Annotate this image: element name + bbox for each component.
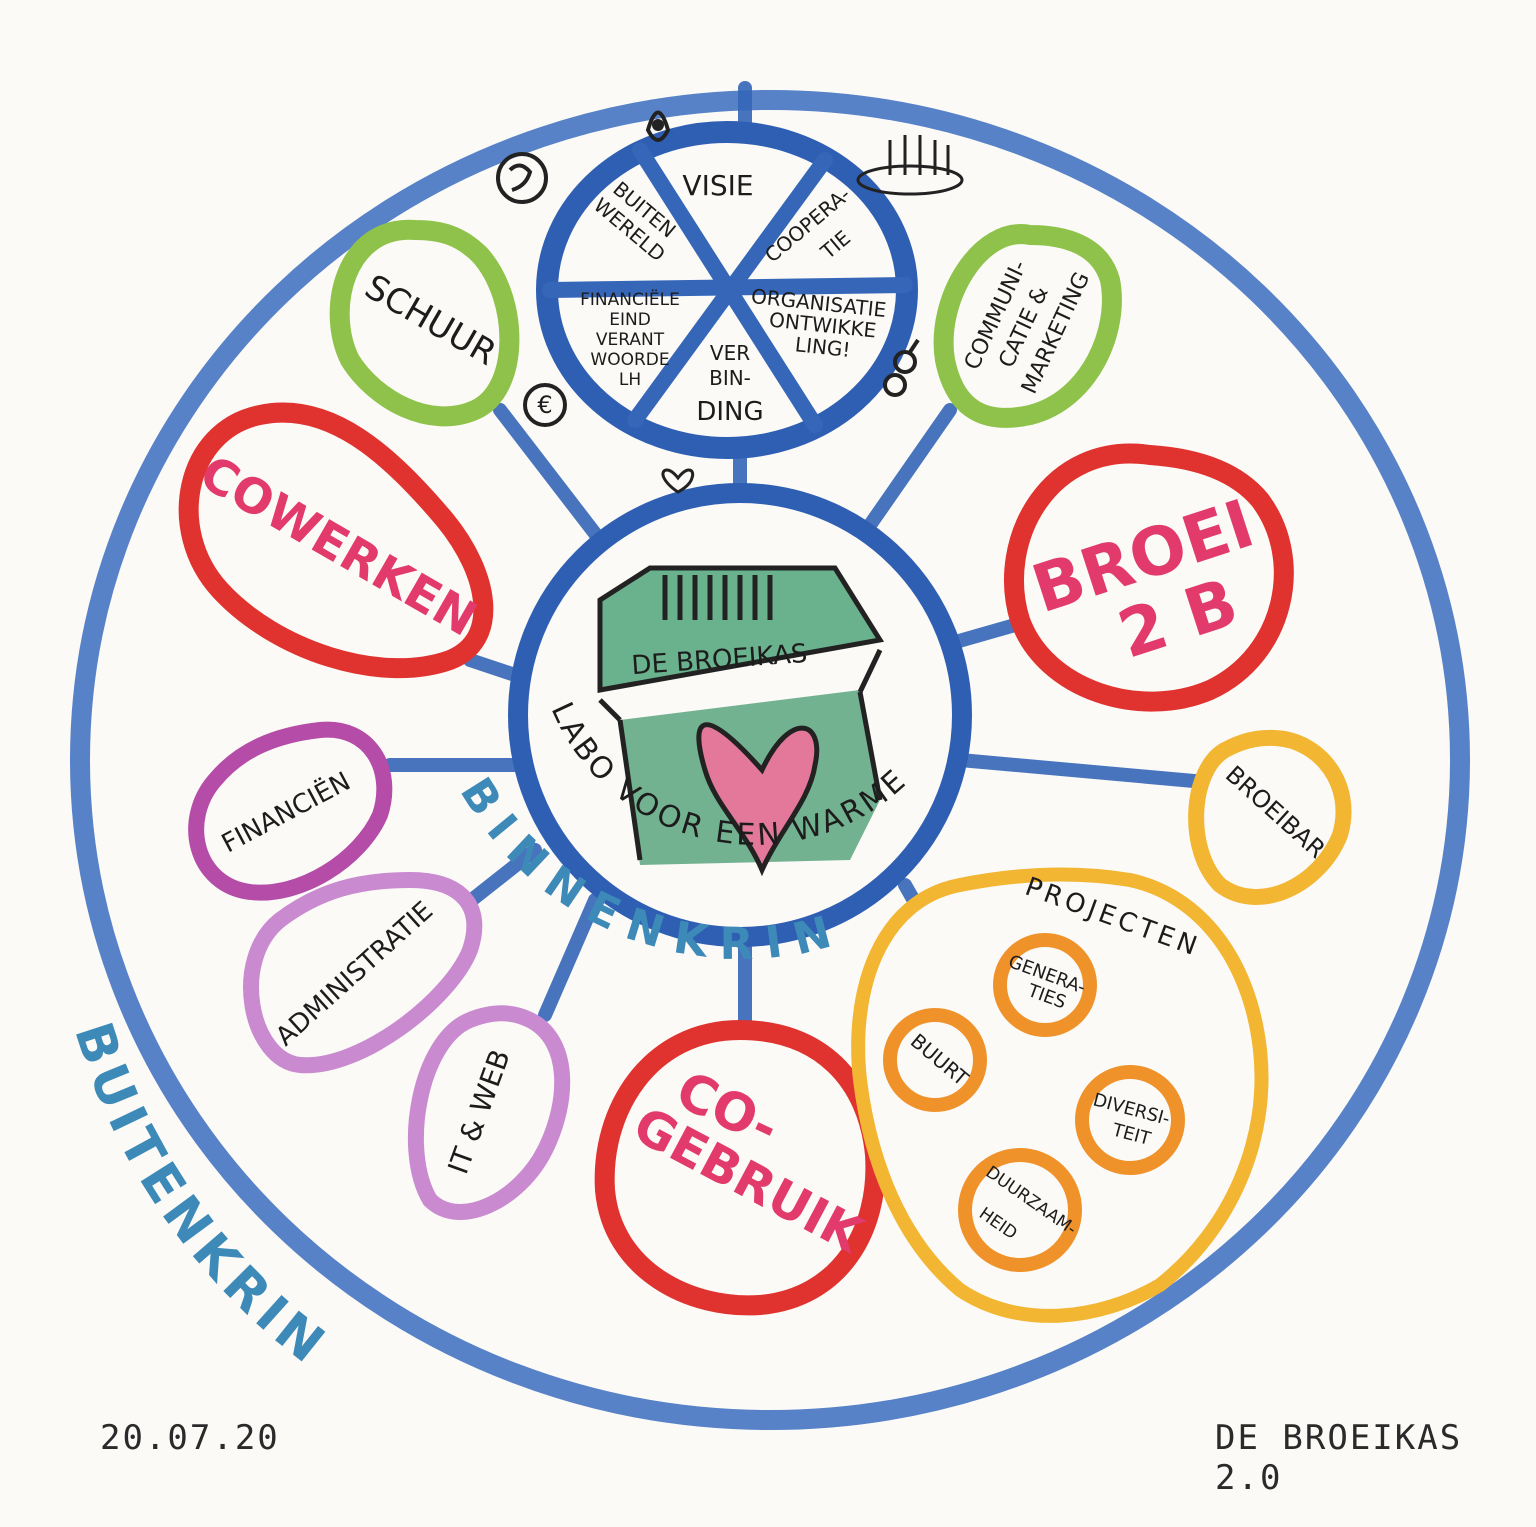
- wheel-financiele-5: LH: [619, 370, 641, 390]
- heart-icon: [696, 722, 820, 877]
- node-schuur: SCHUUR: [329, 219, 520, 427]
- node-itweb: IT & WEB: [407, 1005, 571, 1220]
- values-wheel: VISIE COOPERA- TIE ORGANISATIE ONTWIKKE …: [536, 121, 918, 459]
- people-icon: [856, 135, 964, 196]
- globe-icon: [496, 152, 548, 204]
- wheel-organisatie-3: LING!: [794, 332, 852, 362]
- wheel-verbinding-2: BIN-: [709, 366, 751, 390]
- node-communicatie: COMMUNI- CATIE & MARKETING: [933, 224, 1122, 428]
- project-diversiteit: DIVERSI- TEIT: [1075, 1065, 1185, 1175]
- footer-title: DE BROEIKAS 2.0: [1215, 1418, 1463, 1498]
- wheel-visie: VISIE: [682, 169, 753, 202]
- wheel-financiele-3: VERANT: [596, 330, 665, 350]
- project-generaties: GENERA- TIES: [993, 933, 1097, 1037]
- svg-text:€: €: [537, 391, 552, 419]
- wheel-financiele-2: EIND: [609, 310, 651, 330]
- wheel-financiele-1: FINANCIËLE: [580, 289, 680, 310]
- project-buurt: BUURT: [883, 1008, 987, 1112]
- gender-icon: [883, 338, 920, 397]
- wheel-verbinding-3: DING: [696, 397, 763, 427]
- project-duurzaamheid: DUURZAAM- HEID: [958, 1148, 1082, 1272]
- node-financien: FINANCIËN: [188, 721, 393, 901]
- wheel-verbinding-1: VER: [710, 341, 750, 365]
- node-broei2b: BROEI 2 B: [1004, 443, 1294, 712]
- wheel-financiele-4: WOORDE: [590, 350, 669, 370]
- footer-date: 20.07.20: [100, 1418, 280, 1458]
- outer-ring-label: BUITENKRING: [0, 0, 339, 1378]
- euro-icon: €: [523, 383, 567, 427]
- node-cowerken: COWERKEN: [178, 402, 494, 679]
- node-projecten: PROJECTEN GENERA- TIES BUURT DIVERSI- TE…: [851, 867, 1269, 1323]
- heart-small-icon: [661, 468, 695, 494]
- node-cogebruik: CO- GEBRUIK: [594, 1019, 886, 1316]
- eye-icon: [645, 110, 671, 142]
- node-administratie: ADMINISTRATIE: [243, 871, 483, 1074]
- node-broeibar: BROEIBAR: [1188, 729, 1352, 905]
- outer-ring: [70, 90, 1470, 1430]
